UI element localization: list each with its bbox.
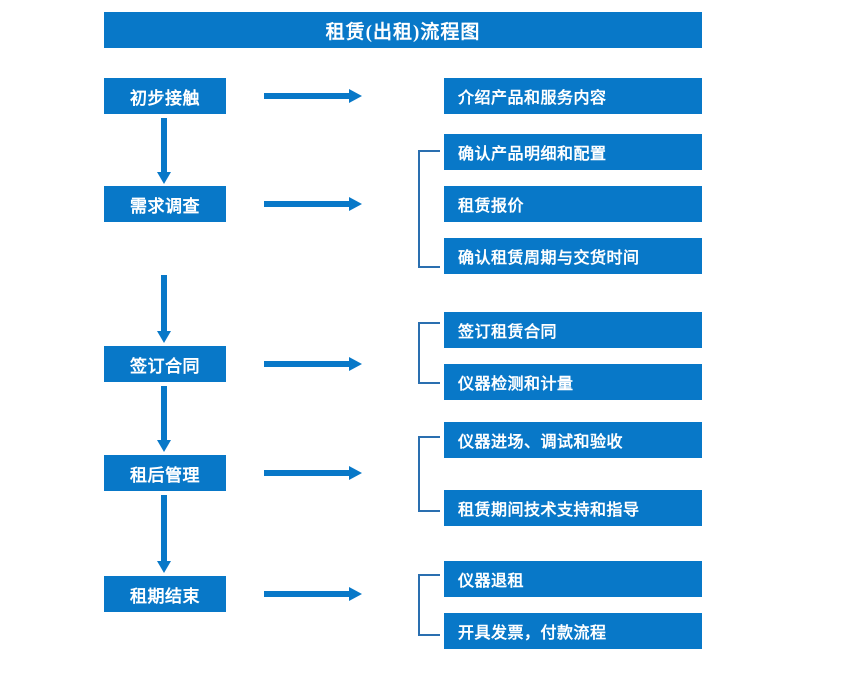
stage-box-5[interactable]: 租期结束 (104, 576, 226, 612)
stage-box-2[interactable]: 需求调查 (104, 186, 226, 222)
arrow-head-icon (349, 466, 362, 480)
task-box-4[interactable]: 确认租赁周期与交货时间 (444, 238, 702, 274)
arrow-shaft (161, 495, 167, 561)
arrow-head-icon (157, 440, 171, 452)
task-box-7[interactable]: 仪器进场、调试和验收 (444, 422, 702, 458)
arrow-shaft (264, 93, 350, 99)
arrow-head-icon (157, 331, 171, 343)
group-bracket-contract (418, 322, 440, 384)
vertical-arrow-4 (156, 495, 172, 573)
arrow-head-icon (157, 561, 171, 573)
task-box-1[interactable]: 介绍产品和服务内容 (444, 78, 702, 114)
stage-box-1[interactable]: 初步接触 (104, 78, 226, 114)
arrow-shaft (161, 275, 167, 331)
horizontal-arrow-4 (264, 465, 362, 481)
arrow-head-icon (349, 197, 362, 211)
stage-box-3[interactable]: 签订合同 (104, 346, 226, 382)
horizontal-arrow-5 (264, 586, 362, 602)
group-bracket-post-rental (418, 436, 440, 512)
vertical-arrow-3 (156, 386, 172, 452)
group-bracket-needs-survey (418, 150, 440, 268)
task-box-3[interactable]: 租赁报价 (444, 186, 702, 222)
horizontal-arrow-3 (264, 356, 362, 372)
page-title: 租赁(出租)流程图 (104, 12, 702, 48)
arrow-shaft (264, 591, 350, 597)
task-box-6[interactable]: 仪器检测和计量 (444, 364, 702, 400)
arrow-shaft (161, 118, 167, 172)
arrow-shaft (161, 386, 167, 440)
task-box-2[interactable]: 确认产品明细和配置 (444, 134, 702, 170)
arrow-head-icon (349, 89, 362, 103)
arrow-head-icon (349, 587, 362, 601)
arrow-head-icon (157, 172, 171, 184)
task-box-9[interactable]: 仪器退租 (444, 561, 702, 597)
arrow-shaft (264, 470, 350, 476)
horizontal-arrow-1 (264, 88, 362, 104)
horizontal-arrow-2 (264, 196, 362, 212)
vertical-arrow-1 (156, 118, 172, 184)
task-box-8[interactable]: 租赁期间技术支持和指导 (444, 490, 702, 526)
stage-box-4[interactable]: 租后管理 (104, 455, 226, 491)
arrow-head-icon (349, 357, 362, 371)
task-box-10[interactable]: 开具发票，付款流程 (444, 613, 702, 649)
arrow-shaft (264, 201, 350, 207)
arrow-shaft (264, 361, 350, 367)
task-box-5[interactable]: 签订租赁合同 (444, 312, 702, 348)
vertical-arrow-2 (156, 275, 172, 343)
group-bracket-rental-end (418, 574, 440, 636)
